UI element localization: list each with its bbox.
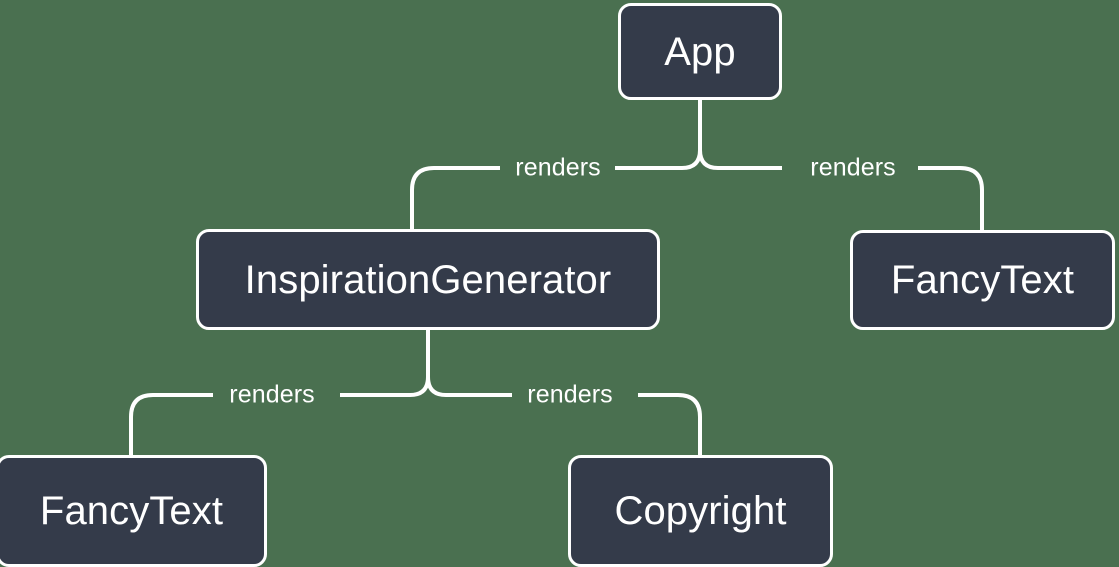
edge-app-to-inspiration [410, 166, 500, 229]
edge-label-app-to-inspiration-generator: renders [515, 153, 601, 182]
node-copyright-label: Copyright [614, 489, 787, 533]
node-app-label: App [664, 29, 736, 74]
edge-inspiration-to-copyright [638, 393, 702, 455]
node-fancytext-bottom-label: FancyText [39, 489, 224, 533]
node-fancytext-right-label: FancyText [890, 258, 1075, 302]
edge-label-inspiration-generator-to-copyright: renders [527, 380, 613, 409]
edge-inspiration-to-fancytext-bottom [129, 393, 213, 455]
edge-inspiration-fork-left [340, 376, 430, 397]
edge-label-inspiration-generator-to-fancytext: renders [229, 380, 315, 409]
node-copyright[interactable]: Copyright [568, 455, 833, 567]
node-inspiration-generator-label: InspirationGenerator [244, 257, 612, 302]
edge-app-fork-right [698, 149, 782, 170]
edge-app-fork-left [615, 149, 702, 170]
node-inspiration-generator[interactable]: InspirationGenerator [196, 229, 660, 330]
edge-app-to-fancytext-right [918, 166, 984, 230]
node-fancytext-right[interactable]: FancyText [850, 230, 1115, 330]
edge-label-app-to-fancytext: renders [810, 153, 896, 182]
edge-inspiration-fork-right [426, 376, 512, 397]
node-app[interactable]: App [618, 3, 782, 100]
node-fancytext-bottom[interactable]: FancyText [0, 455, 267, 567]
